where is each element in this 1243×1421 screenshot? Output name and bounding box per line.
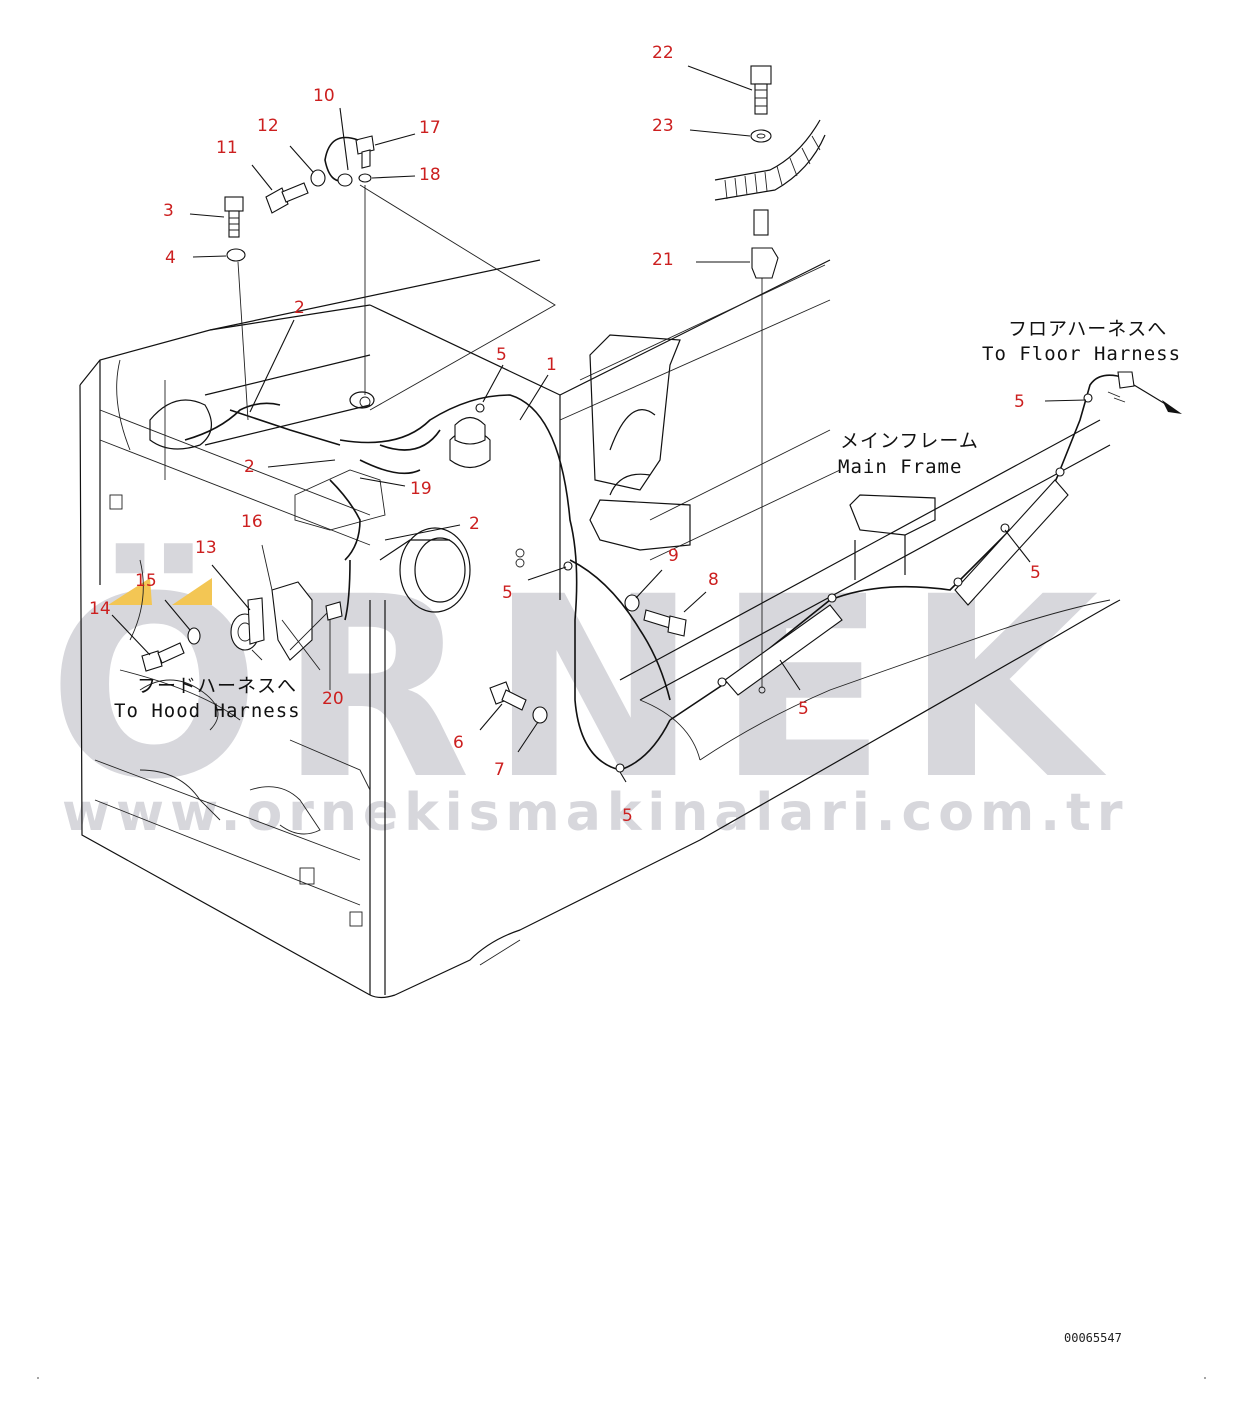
callout-21: 21	[652, 250, 674, 270]
bracket-16-icon	[271, 581, 313, 661]
horn-13-icon	[230, 597, 265, 661]
watermark-brand: ÖRNEK	[48, 543, 1117, 834]
washer-23-icon	[750, 129, 772, 143]
callout-11: 11	[216, 138, 238, 158]
callout-5-a: 5	[496, 345, 507, 365]
harness-wires	[184, 278, 1182, 773]
frame-linework	[79, 259, 1121, 999]
callout-19: 19	[410, 479, 432, 499]
oring-18-icon	[358, 173, 372, 183]
washer-12-icon	[310, 169, 326, 187]
bolt-22-icon	[750, 65, 772, 115]
callout-1: 1	[546, 355, 557, 375]
bolt-14-icon	[141, 642, 185, 672]
harness-wire-frame	[669, 374, 1126, 721]
bolt-11-icon	[265, 182, 309, 214]
corner-dot	[1204, 1377, 1206, 1379]
callout-2-a: 2	[294, 298, 305, 318]
bolt-8-icon	[643, 609, 687, 637]
callout-15: 15	[135, 571, 157, 591]
watermark: ÖRNEK www.ornekismakinalari.com.tr	[48, 543, 1128, 843]
note-hood-harness-en: To Hood Harness	[114, 700, 301, 722]
callout-23: 23	[652, 116, 674, 136]
callout-2-b: 2	[244, 457, 255, 477]
bolt-3-icon	[224, 196, 244, 238]
leader-lines	[111, 65, 1087, 783]
washer-9-icon	[624, 594, 640, 612]
callout-20: 20	[322, 689, 344, 709]
callout-5-e: 5	[1030, 563, 1041, 583]
document-id: 00065547	[1064, 1331, 1122, 1345]
washer-7-icon	[532, 706, 548, 724]
callout-14: 14	[89, 599, 111, 619]
callout-2-c: 2	[469, 514, 480, 534]
callout-18: 18	[419, 165, 441, 185]
callout-labels: 22 23 21 10 17 18 12 11 3 4 2 5 1 2 19 1…	[89, 43, 1041, 826]
note-hood-harness-jp: フードハーネスへ	[137, 675, 297, 697]
callout-4: 4	[165, 248, 176, 268]
spacer-icon	[753, 209, 769, 236]
exploded-parts	[141, 65, 826, 724]
callout-8: 8	[708, 570, 719, 590]
note-main-frame-jp: メインフレーム	[840, 430, 979, 452]
bolt-17-icon	[355, 135, 375, 169]
watermark-accent-left	[108, 578, 152, 605]
corrugated-hose-icon	[714, 119, 826, 201]
watermark-url: www.ornekismakinalari.com.tr	[62, 783, 1128, 843]
watermark-accent-right	[172, 578, 212, 605]
note-floor-harness-jp: フロアハーネスへ	[1008, 318, 1167, 340]
note-floor-harness-en: To Floor Harness	[982, 343, 1181, 365]
washer-15-icon	[187, 627, 201, 645]
part-20-icon	[325, 601, 343, 621]
diagram-notes: フロアハーネスへ To Floor Harness メインフレーム Main F…	[114, 318, 1181, 722]
callout-10: 10	[313, 86, 335, 106]
callout-22: 22	[652, 43, 674, 63]
callout-6: 6	[453, 733, 464, 753]
callout-7: 7	[494, 760, 505, 780]
note-main-frame-en: Main Frame	[838, 456, 962, 478]
callout-5-b: 5	[502, 583, 513, 603]
washer-4-icon	[226, 248, 246, 262]
callout-12: 12	[257, 116, 279, 136]
callout-3: 3	[163, 201, 174, 221]
bolt-6-icon	[489, 681, 527, 711]
callout-16: 16	[241, 512, 263, 532]
harness-wire-main	[339, 394, 671, 771]
callout-5-f: 5	[1014, 392, 1025, 412]
clip-21-icon	[751, 247, 779, 279]
callout-13: 13	[195, 538, 217, 558]
corner-dot	[37, 1377, 39, 1379]
callout-5-d: 5	[798, 699, 809, 719]
callout-17: 17	[419, 118, 441, 138]
callout-5-c: 5	[622, 806, 633, 826]
callout-9: 9	[668, 546, 679, 566]
